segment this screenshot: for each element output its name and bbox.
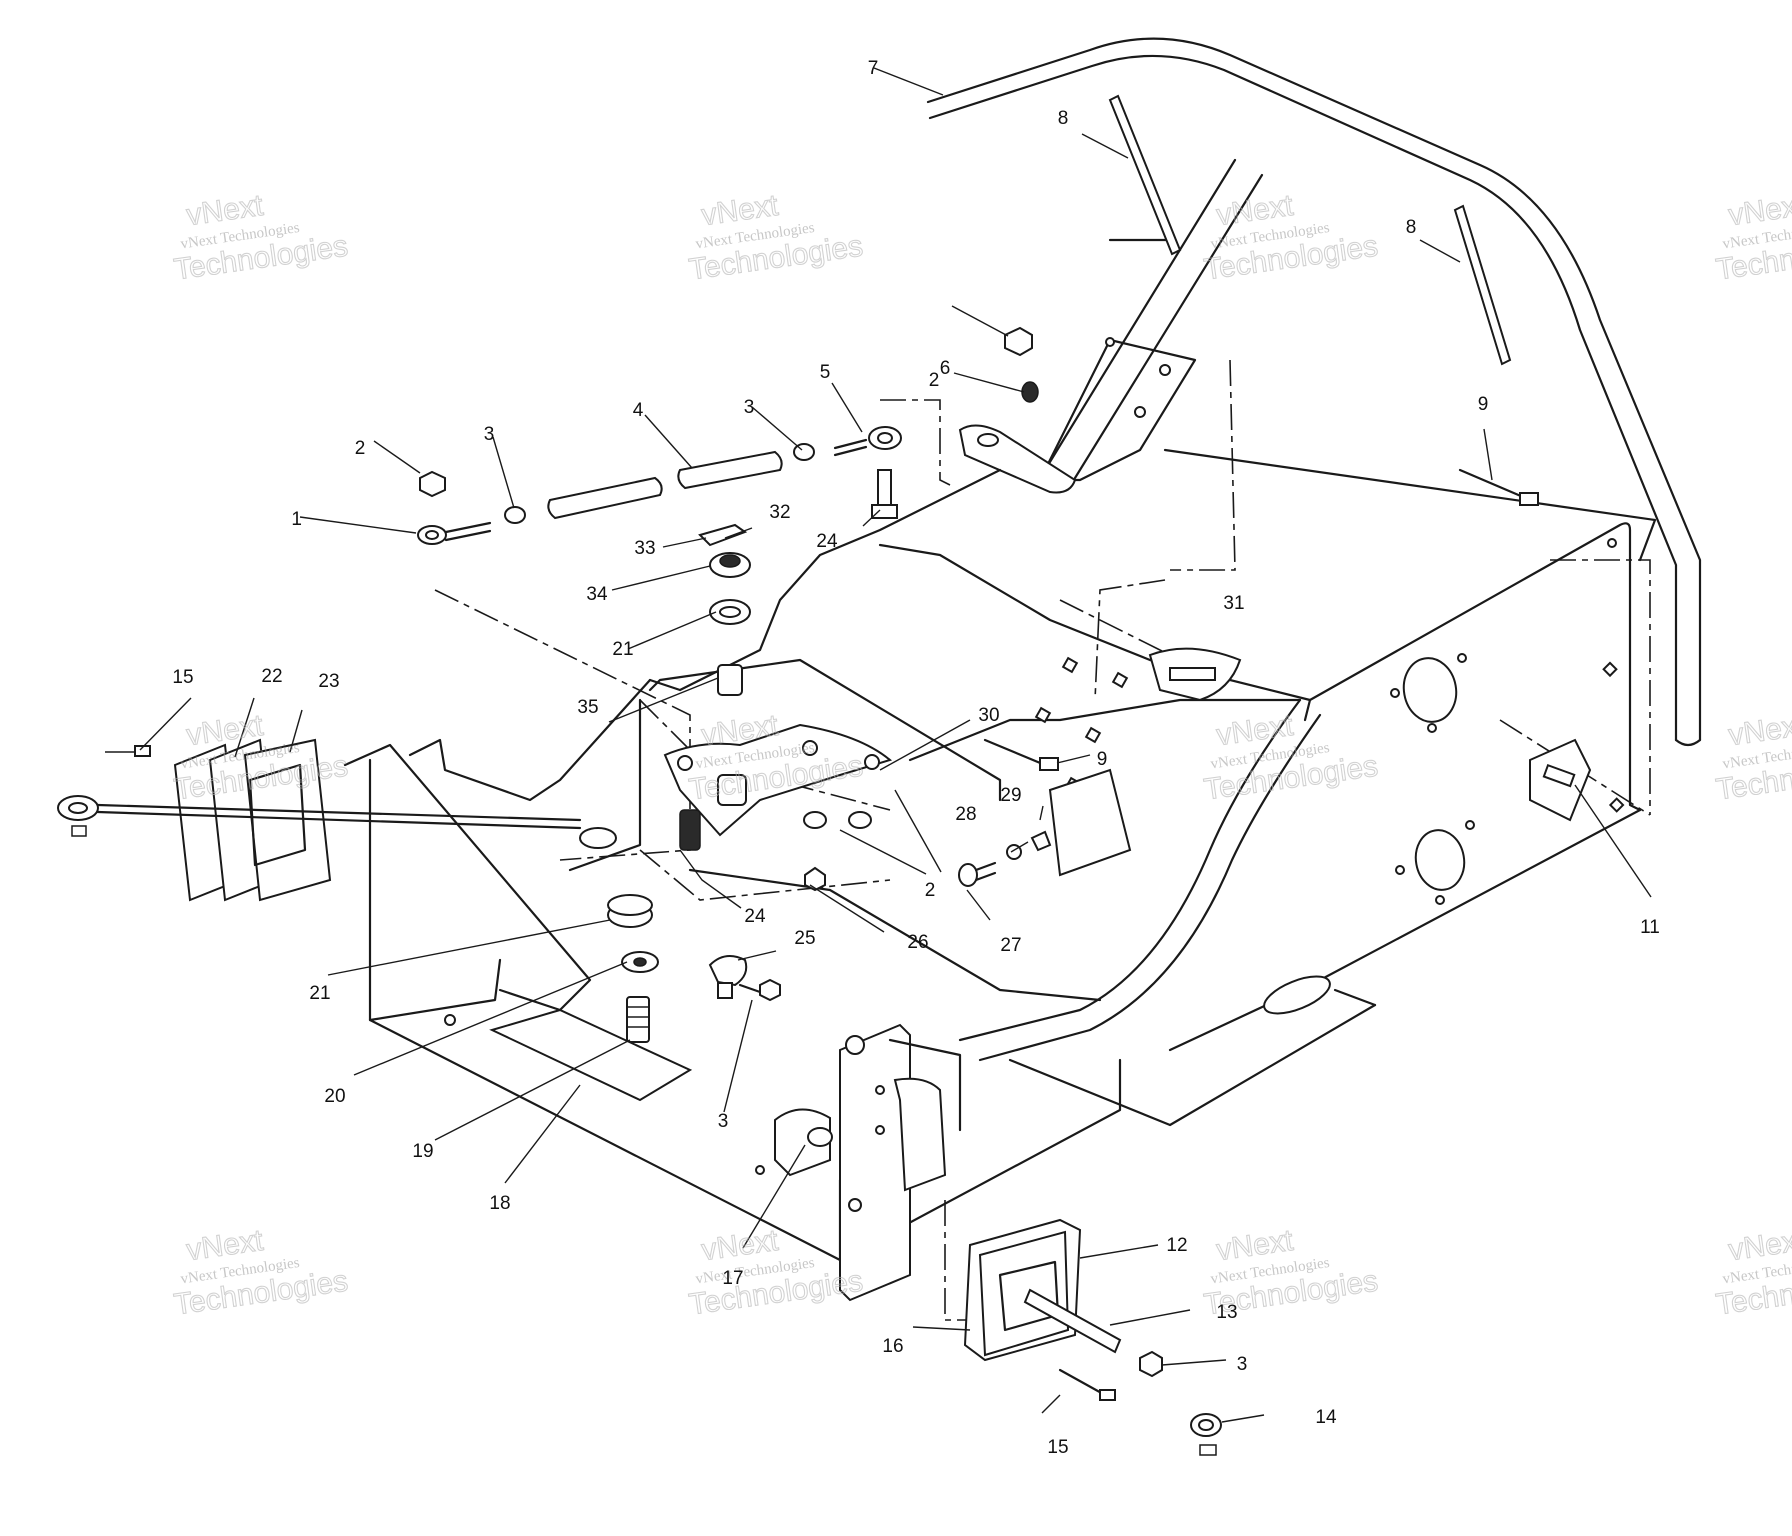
callout-21: 21 [309, 983, 330, 1004]
right-lower-assembly [774, 1023, 1222, 1456]
callout-28: 28 [955, 804, 976, 825]
callout-15: 15 [1047, 1437, 1068, 1458]
watermark-top: vNext [1727, 709, 1792, 752]
callout-35: 35 [577, 697, 598, 718]
callout-25: 25 [794, 928, 815, 949]
left-shift-assembly [57, 738, 617, 902]
callout-8: 8 [1406, 217, 1417, 238]
callout-3: 3 [744, 397, 755, 418]
callout-19: 19 [412, 1141, 433, 1162]
callout-33: 33 [634, 538, 655, 559]
callout-8: 8 [1058, 108, 1069, 129]
callout-15: 15 [172, 667, 193, 688]
callout-3: 3 [484, 424, 495, 445]
callout-23: 23 [318, 671, 339, 692]
chassis-frame [368, 448, 1657, 1262]
upper-linkage [417, 326, 1039, 545]
callout-29: 29 [1000, 785, 1021, 806]
callout-22: 22 [261, 666, 282, 687]
callout-32: 32 [769, 502, 790, 523]
callout-27: 27 [1000, 935, 1021, 956]
callout-9: 9 [1478, 394, 1489, 415]
leader-lines [139, 67, 1652, 1423]
callout-2: 2 [925, 880, 936, 901]
callout-4: 4 [633, 400, 644, 421]
callout-5: 5 [820, 362, 831, 383]
callout-20: 20 [324, 1086, 345, 1107]
callout-labels: 1 2 2 2 3 3 3 3 4 5 6 7 8 8 9 9 11 12 13… [172, 58, 1659, 1458]
callout-24: 24 [744, 906, 766, 927]
callout-6: 6 [940, 358, 951, 379]
callout-30: 30 [978, 705, 999, 726]
callout-31: 31 [1223, 593, 1244, 614]
roll-bar [926, 37, 1702, 747]
callout-34: 34 [586, 584, 608, 605]
callout-2: 2 [355, 438, 366, 459]
callout-3: 3 [718, 1111, 729, 1132]
watermark-top: vNext [1727, 189, 1792, 232]
callout-7: 7 [868, 58, 879, 79]
callout-11: 11 [1640, 917, 1660, 938]
callout-21: 21 [612, 639, 633, 660]
callout-12: 12 [1166, 1235, 1187, 1256]
lower-pad-stack [343, 743, 693, 1102]
callout-18: 18 [489, 1193, 510, 1214]
callout-24: 24 [816, 531, 838, 552]
callout-1: 1 [291, 509, 302, 530]
callout-13: 13 [1216, 1302, 1237, 1323]
watermark-top: vNext [1727, 1224, 1792, 1267]
callout-14: 14 [1315, 1407, 1337, 1428]
callout-2: 2 [929, 370, 940, 391]
misc-hardware [708, 94, 1592, 1002]
callout-26: 26 [907, 932, 928, 953]
steering-column [958, 158, 1264, 494]
callout-9: 9 [1097, 749, 1108, 770]
center-pivot [663, 523, 893, 892]
callout-16: 16 [882, 1336, 903, 1357]
callout-17: 17 [722, 1268, 743, 1289]
callout-3: 3 [1237, 1354, 1248, 1375]
